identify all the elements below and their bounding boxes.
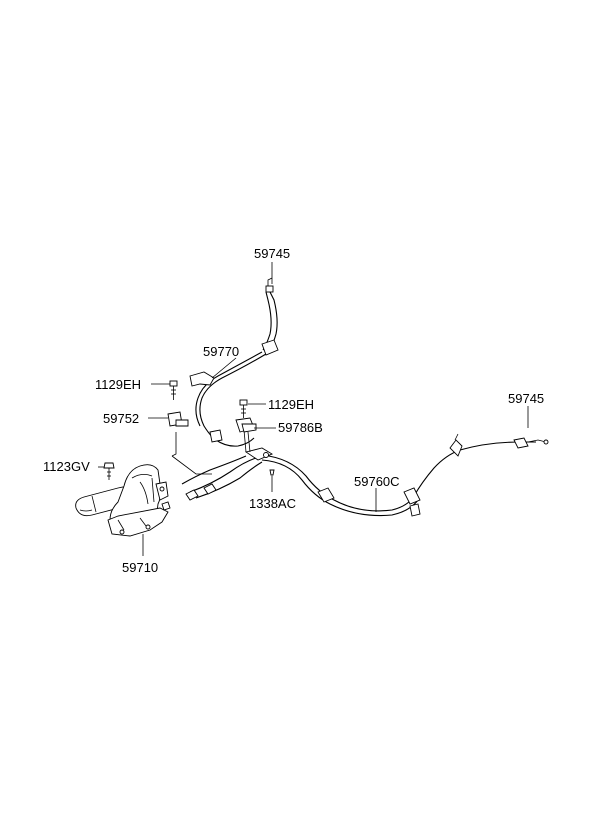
label-1123GV: 1123GV: [43, 459, 90, 474]
bolt-1123GV: [103, 462, 115, 480]
part-labels: 59745 59770 1129EH 59752 1129EH 59786B 1…: [43, 246, 544, 575]
label-1129EH-left: 1129EH: [95, 377, 141, 392]
front-cables: [171, 429, 273, 501]
label-59710: 59710: [122, 560, 158, 575]
clip-59752: [167, 411, 189, 427]
bolt-1129EH-left: [169, 380, 178, 400]
bolt-1129EH-right: [239, 399, 248, 418]
leader-lines: [98, 262, 529, 556]
label-59745-top: 59745: [254, 246, 290, 261]
cable-59770: [189, 277, 279, 447]
cable-59760C: [261, 433, 549, 517]
parking-brake-lever-59710: [75, 464, 171, 537]
bracket-59786B: [235, 417, 257, 433]
label-59752: 59752: [103, 411, 139, 426]
label-59786B: 59786B: [278, 420, 323, 435]
label-1129EH-right: 1129EH: [268, 397, 314, 412]
label-59760C: 59760C: [354, 474, 400, 489]
clip-1338AC: [269, 469, 275, 476]
label-59745-right: 59745: [508, 391, 544, 406]
label-59770: 59770: [203, 344, 239, 359]
label-1338AC: 1338AC: [249, 496, 296, 511]
